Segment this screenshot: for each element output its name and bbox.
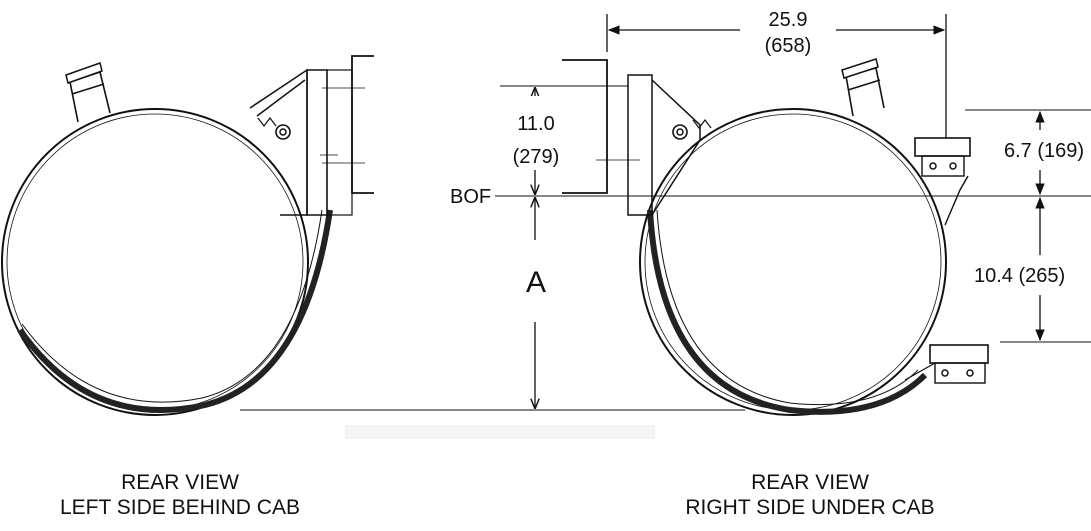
left-tank-assembly: [1, 55, 374, 416]
a-label: A: [526, 266, 546, 299]
height-inches-label: 11.0: [517, 113, 554, 135]
left-fuel-tank: [1, 108, 309, 416]
right-view-caption: REAR VIEW RIGHT SIDE UNDER CAB: [580, 470, 1040, 520]
height-mm-label: (279): [513, 146, 560, 168]
right-fuel-tank: [639, 108, 947, 416]
left-caption-line1: REAR VIEW: [121, 471, 239, 494]
left-strap: [17, 209, 333, 413]
right-tank-assembly: [562, 58, 989, 416]
bof-label: BOF: [450, 186, 491, 208]
dimension-labels: 25.9 (658) 11.0 (279) BOF A 6.7 (169) 10…: [450, 9, 1084, 299]
upper-step-clamp: [914, 137, 971, 226]
right-strap: [647, 209, 928, 415]
lower-step-clamp: [904, 344, 989, 384]
left-mount-bracket: [249, 68, 308, 216]
right-caption-line1: REAR VIEW: [751, 471, 869, 494]
upper-offset-label: 6.7 (169): [1004, 140, 1084, 162]
width-inches-label: 25.9: [769, 9, 808, 31]
right-caption-line2: RIGHT SIDE UNDER CAB: [685, 496, 935, 519]
right-mount-bracket: [651, 79, 701, 216]
left-view-caption: REAR VIEW LEFT SIDE BEHIND CAB: [0, 470, 360, 520]
dimension-lines: [240, 14, 1091, 411]
left-frame-rail: [351, 55, 374, 194]
right-frame-rail: [562, 59, 608, 194]
width-mm-label: (658): [765, 35, 812, 57]
lower-offset-label: 10.4 (265): [974, 265, 1065, 287]
left-caption-line2: LEFT SIDE BEHIND CAB: [59, 496, 300, 519]
